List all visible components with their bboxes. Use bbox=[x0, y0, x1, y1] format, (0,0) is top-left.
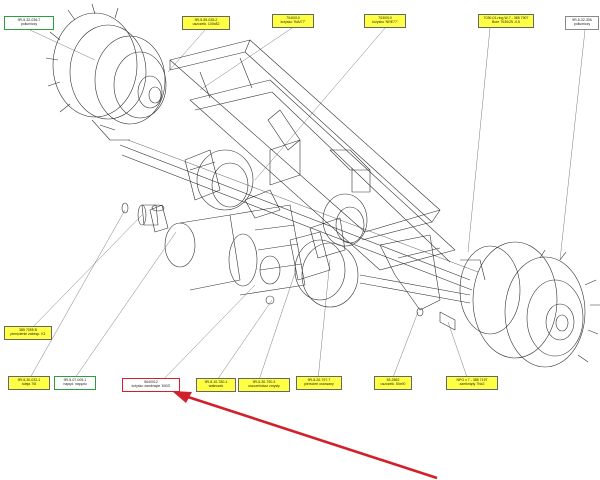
callout-desc: łożysko 'INA/77' bbox=[280, 20, 306, 25]
left-wheel-hub bbox=[45, 3, 167, 141]
right-wheel-hub bbox=[459, 241, 600, 368]
callout-code: 7040010 bbox=[286, 16, 300, 20]
callout-code: 53-3552 bbox=[386, 378, 400, 382]
callout-label: 7030-01-ring W-7 - 385 7907 Bore 7030/25… bbox=[478, 14, 534, 28]
callout-desc: uszczelk. 100x82 bbox=[192, 22, 220, 27]
callout-code: 9R-5-20-797-7 bbox=[307, 378, 331, 382]
callout-code: 9R-5-30-032-1 bbox=[17, 378, 41, 382]
brake-disc-center bbox=[289, 231, 359, 308]
callout-desc: Bore 7030/25 -0,5 bbox=[491, 20, 521, 25]
gear-motor bbox=[149, 189, 306, 305]
callout-desc: pollumiczy bbox=[573, 22, 591, 27]
callout-desc: pierścienie zabezp. K1 bbox=[10, 332, 46, 337]
red-arrow-icon bbox=[172, 391, 438, 480]
callout-label: 7040010 łożysko 'INA/77' bbox=[272, 14, 314, 28]
callout-code: 385 7055 B bbox=[19, 328, 37, 332]
brake-disc-right bbox=[309, 193, 368, 259]
callout-code: 9R-5-59-035-2 bbox=[194, 18, 218, 22]
callout-label: 9R-5-32-306 pollumiczy bbox=[565, 16, 599, 30]
callout-desc: napęd. napędu bbox=[63, 382, 87, 387]
callout-code: 9R-5-32-306 bbox=[572, 18, 592, 22]
callout-desc: uszczelk. 50x90 bbox=[380, 382, 406, 387]
callout-label: 9R-5-32-036-7 pollumiczy bbox=[4, 16, 54, 30]
callout-code: 7030-01-ring W-7 - 385 7907 bbox=[483, 16, 529, 20]
callout-desc: pollumiczy bbox=[20, 22, 38, 27]
callout-desc: tuleja 7/8 bbox=[21, 382, 37, 387]
frame-beam bbox=[169, 39, 456, 311]
callout-label: 9R-5-30-790-3 uszczelniacz zmysły bbox=[238, 378, 290, 392]
callout-desc: zamknięty 7Nx2 bbox=[459, 382, 485, 387]
callout-code: 5640012 bbox=[144, 380, 158, 384]
callout-code: 9R-5-10-780-1 bbox=[204, 380, 228, 384]
callout-desc: pierścień osiowany bbox=[304, 382, 334, 387]
callout-code: 9R-5-30-790-3 bbox=[252, 380, 276, 384]
callout-label: 53-3552 uszczelk. 50x90 bbox=[374, 376, 412, 390]
callout-label: 9R-5-07-005-1 napęd. napędu bbox=[54, 376, 96, 390]
callout-desc: łożysko zamknięte '6003' bbox=[131, 384, 171, 389]
callout-code: 9R-5-32-036-7 bbox=[17, 18, 41, 22]
brake-disc-left bbox=[184, 149, 254, 211]
callout-label: 9R-5-20-797-7 pierścień osiowany bbox=[296, 376, 342, 390]
callout-label: 9R-5-30-032-1 tuleja 7/8 bbox=[8, 376, 50, 390]
callout-desc: wałeczek bbox=[208, 384, 224, 389]
callout-code: NPG x 7 - 385 7197 bbox=[456, 378, 488, 382]
bushing bbox=[121, 202, 159, 226]
callout-label: 385 7055 B pierścienie zabezp. K1 bbox=[4, 326, 52, 340]
callout-label: NPG x 7 - 385 7197 zamknięty 7Nx2 bbox=[446, 376, 498, 390]
right-shaft bbox=[359, 274, 471, 331]
callout-code: 7030010 bbox=[378, 16, 392, 20]
callout-label: 5640012 łożysko zamknięte '6003' bbox=[122, 378, 180, 392]
axle-tube bbox=[119, 139, 479, 291]
callout-label: 9R-5-10-780-1 wałeczek bbox=[196, 378, 236, 392]
callout-desc: łożysko 'NRE77' bbox=[372, 20, 398, 25]
callout-code: 9R-5-07-005-1 bbox=[63, 378, 87, 382]
callout-label: 7030010 łożysko 'NRE77' bbox=[364, 14, 406, 28]
callout-desc: uszczelniacz zmysły bbox=[248, 384, 280, 389]
leader-lines bbox=[29, 27, 586, 384]
callout-label: 9R-5-59-035-2 uszczelk. 100x82 bbox=[182, 16, 230, 30]
